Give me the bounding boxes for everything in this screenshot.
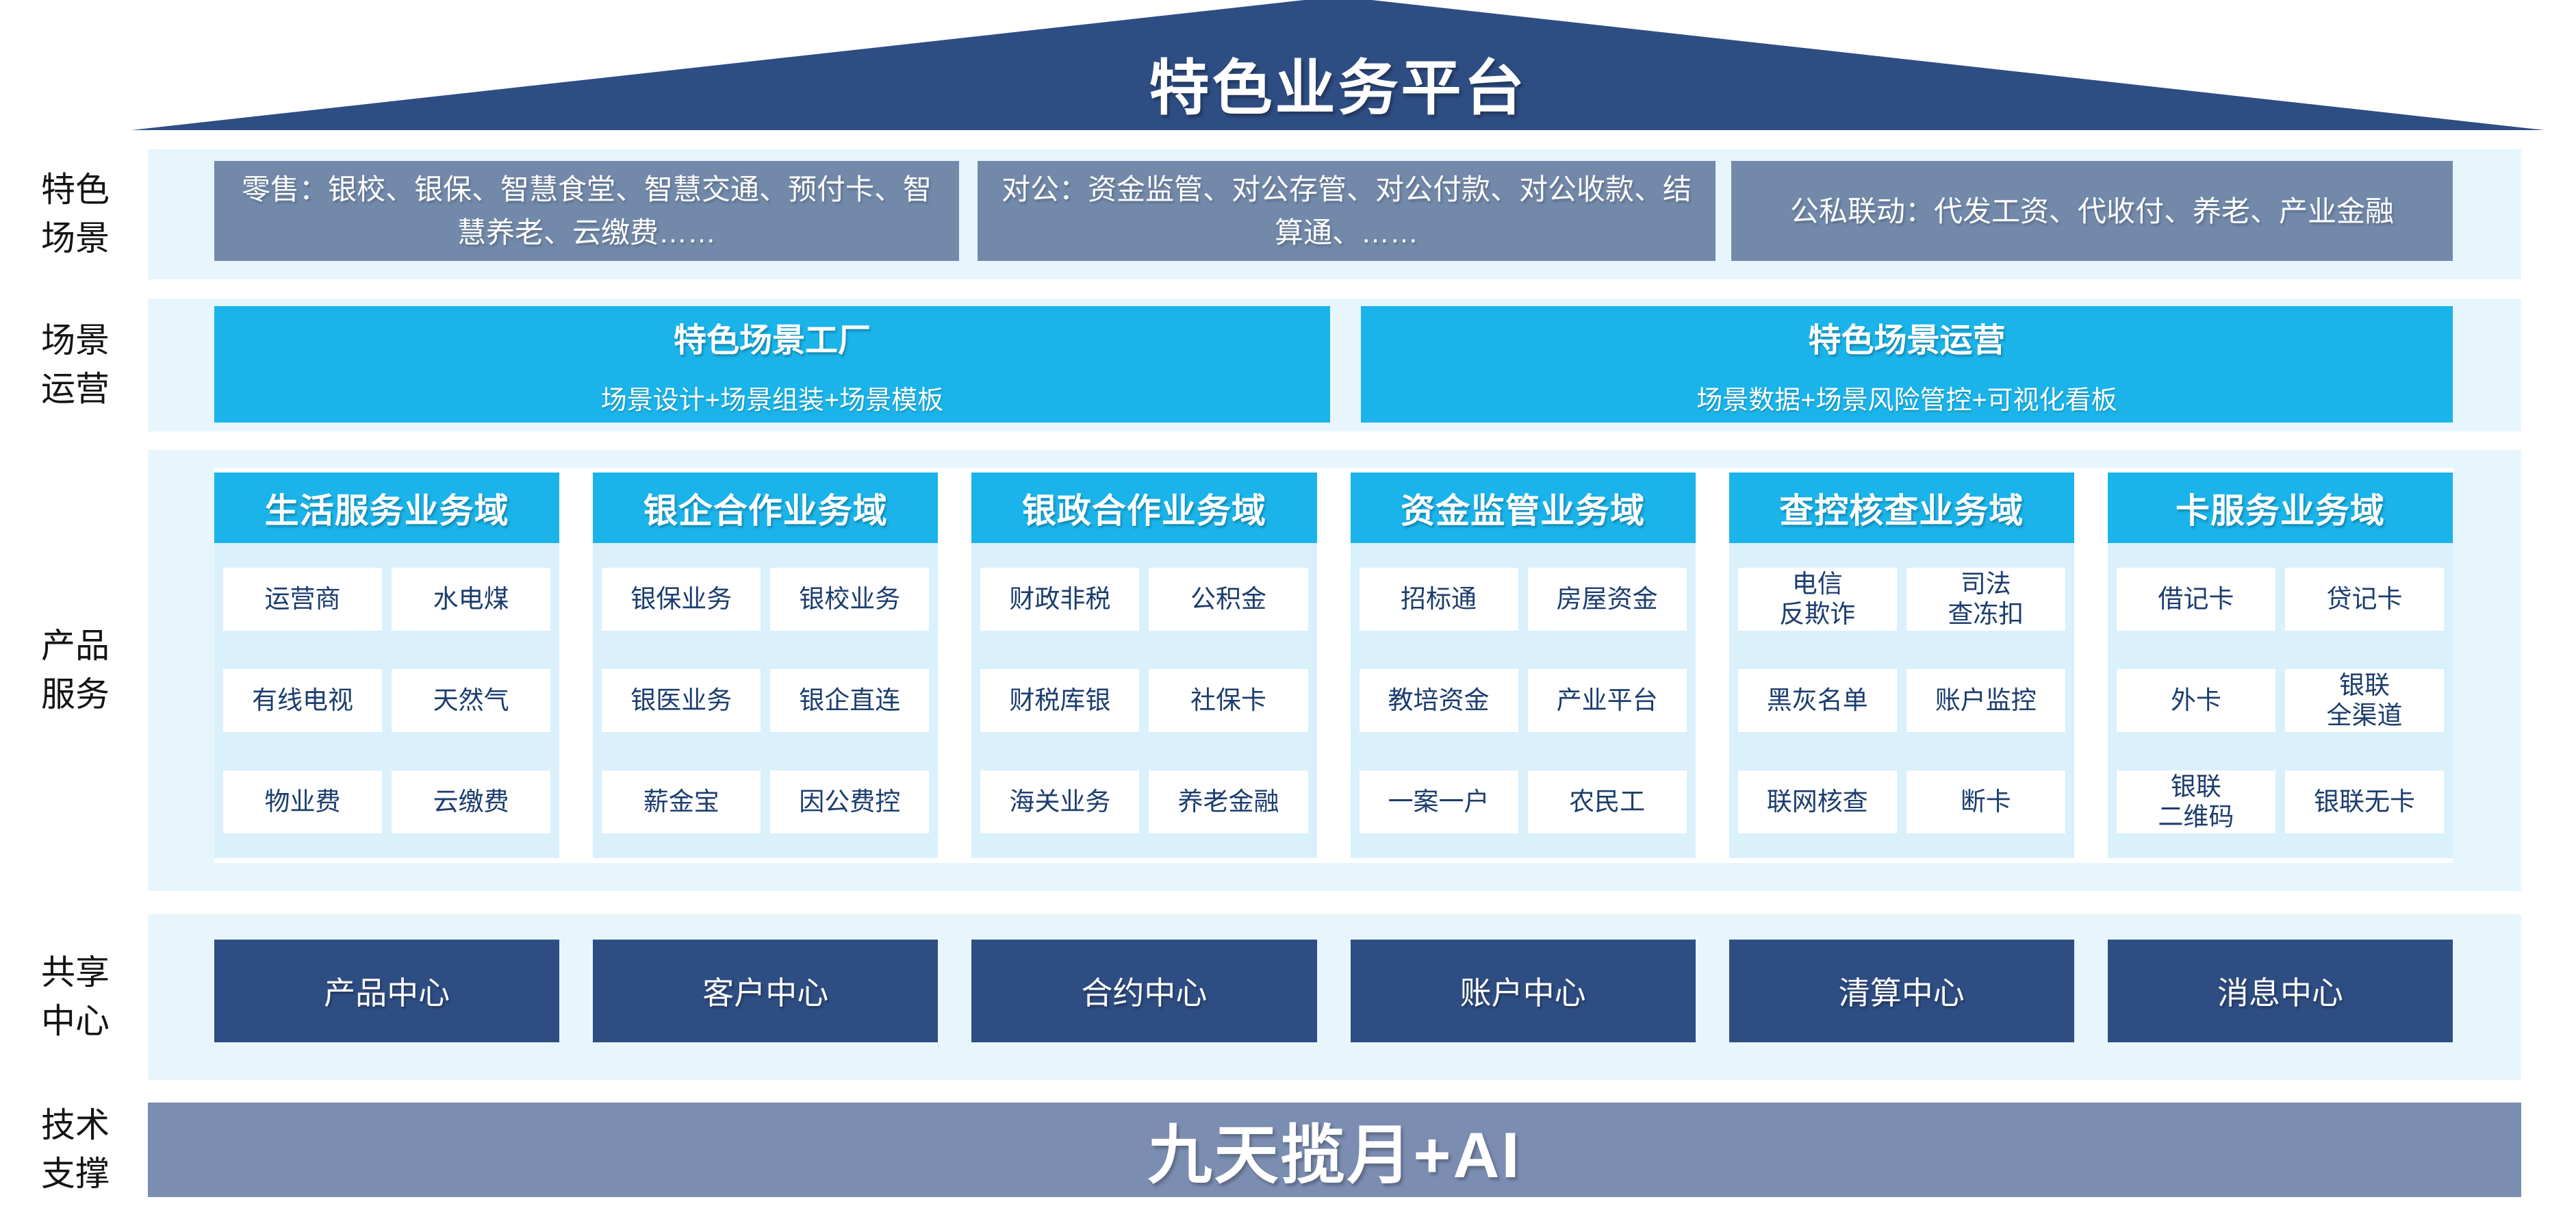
- product-column-fund-supervision: 资金监管业务域 招标通 房屋资金 教培资金 产业平台 一案一户 农民工: [1350, 473, 1696, 858]
- ops-box-scene-operation: 特色场景运营 场景数据+场景风险管控+可视化看板: [1361, 306, 2453, 423]
- product-column-life-services: 生活服务业务域 运营商 水电煤 有线电视 天然气 物业费 云缴费: [214, 473, 560, 858]
- column-header: 卡服务业务域: [2107, 473, 2453, 543]
- shared-centers-row: 产品中心 客户中心 合约中心 账户中心 清算中心 消息中心: [214, 940, 2453, 1042]
- product-cell: 电信 反欺诈: [1737, 568, 1897, 631]
- product-cell: 黑灰名单: [1737, 669, 1897, 732]
- product-cell: 银医业务: [602, 669, 761, 732]
- product-cell: 财政非税: [980, 568, 1140, 631]
- side-label-scene-ops: 场景 运营: [41, 321, 110, 408]
- product-cell: 司法 查冻扣: [1906, 568, 2065, 631]
- product-cell: 银联 全渠道: [2284, 669, 2445, 732]
- product-cell: 薪金宝: [602, 770, 761, 833]
- scene-box-retail: 零售：银校、银保、智慧食堂、智慧交通、预付卡、智慧养老、云缴费……: [214, 161, 959, 261]
- side-label-product-services: 产品 服务: [41, 627, 110, 714]
- product-column-inspection-verification: 查控核查业务域 电信 反欺诈 司法 查冻扣 黑灰名单 账户监控 联网核查 断卡: [1729, 473, 2074, 858]
- product-column-card-services: 卡服务业务域 借记卡 贷记卡 外卡 银联 全渠道 银联 二维码 银联无卡: [2107, 473, 2453, 858]
- product-cell: 云缴费: [392, 770, 551, 833]
- product-cell: 银联 二维码: [2116, 770, 2275, 833]
- product-cell: 有线电视: [223, 669, 383, 732]
- product-cell: 海关业务: [980, 770, 1140, 833]
- product-cell: 银企直连: [770, 669, 930, 732]
- column-body: 招标通 房屋资金 教培资金 产业平台 一案一户 农民工: [1350, 543, 1696, 858]
- product-cell: 房屋资金: [1527, 568, 1687, 631]
- ops-box-title: 特色场景运营: [1808, 322, 2006, 359]
- side-label-scenes: 特色 场景: [41, 171, 110, 257]
- product-cell: 银联无卡: [2284, 770, 2445, 833]
- share-box-message-center: 消息中心: [2107, 940, 2453, 1042]
- share-box-clearing-center: 清算中心: [1729, 940, 2074, 1042]
- product-cell: 养老金融: [1149, 770, 1308, 833]
- product-cell: 贷记卡: [2284, 568, 2445, 631]
- band-scene-operations: 特色场景工厂 场景设计+场景组装+场景模板 特色场景运营 场景数据+场景风险管控…: [148, 299, 2521, 431]
- product-cell: 因公费控: [770, 770, 930, 833]
- product-cell: 天然气: [392, 669, 551, 732]
- product-cell: 银保业务: [602, 568, 761, 631]
- scene-box-corporate: 对公：资金监管、对公存管、对公付款、对公收款、结算通、……: [978, 161, 1716, 261]
- column-header: 查控核查业务域: [1729, 473, 2074, 543]
- ops-box-scene-factory: 特色场景工厂 场景设计+场景组装+场景模板: [214, 306, 1330, 423]
- column-body: 借记卡 贷记卡 外卡 银联 全渠道 银联 二维码 银联无卡: [2107, 543, 2453, 858]
- product-cell: 借记卡: [2116, 568, 2275, 631]
- column-header: 生活服务业务域: [214, 473, 560, 543]
- product-column-bank-government: 银政合作业务域 财政非税 公积金 财税库银 社保卡 海关业务 养老金融: [971, 473, 1317, 858]
- product-cell: 断卡: [1906, 770, 2065, 833]
- product-column-bank-enterprise: 银企合作业务域 银保业务 银校业务 银医业务 银企直连 薪金宝 因公费控: [593, 473, 939, 858]
- scene-box-public-private: 公私联动：代发工资、代收付、养老、产业金融: [1731, 161, 2453, 261]
- product-cell: 联网核查: [1737, 770, 1897, 833]
- band-featured-scenes: 零售：银校、银保、智慧食堂、智慧交通、预付卡、智慧养老、云缴费…… 对公：资金监…: [148, 149, 2521, 279]
- band-shared-centers: 产品中心 客户中心 合约中心 账户中心 清算中心 消息中心: [148, 914, 2521, 1080]
- share-box-account-center: 账户中心: [1350, 940, 1696, 1042]
- column-header: 资金监管业务域: [1350, 473, 1696, 543]
- product-cell: 运营商: [223, 568, 383, 631]
- side-label-shared-centers: 共享 中心: [41, 953, 110, 1040]
- product-cell: 水电煤: [392, 568, 551, 631]
- ops-box-subtitle: 场景数据+场景风险管控+可视化看板: [1696, 386, 2117, 415]
- column-body: 财政非税 公积金 财税库银 社保卡 海关业务 养老金融: [971, 543, 1317, 858]
- side-label-tech-support: 技术 支撑: [41, 1106, 110, 1193]
- product-cell: 银校业务: [770, 568, 930, 631]
- product-cell: 账户监控: [1906, 669, 2065, 732]
- column-body: 电信 反欺诈 司法 查冻扣 黑灰名单 账户监控 联网核查 断卡: [1729, 543, 2074, 858]
- page-title: 特色业务平台: [1149, 53, 1527, 122]
- product-cell: 物业费: [223, 770, 383, 833]
- share-box-product-center: 产品中心: [214, 940, 560, 1042]
- column-header: 银政合作业务域: [971, 473, 1317, 543]
- product-cell: 农民工: [1527, 770, 1687, 833]
- ops-box-subtitle: 场景设计+场景组装+场景模板: [600, 386, 944, 415]
- column-body: 银保业务 银校业务 银医业务 银企直连 薪金宝 因公费控: [593, 543, 939, 858]
- share-box-customer-center: 客户中心: [593, 940, 939, 1042]
- ops-box-title: 特色场景工厂: [673, 322, 871, 359]
- column-header: 银企合作业务域: [593, 473, 939, 543]
- product-columns-row: 生活服务业务域 运营商 水电煤 有线电视 天然气 物业费 云缴费 银企合作业务域…: [214, 468, 2453, 863]
- product-cell: 公积金: [1149, 568, 1308, 631]
- product-cell: 招标通: [1359, 568, 1518, 631]
- product-cell: 教培资金: [1359, 669, 1518, 732]
- column-body: 运营商 水电煤 有线电视 天然气 物业费 云缴费: [214, 543, 560, 858]
- platform-roof: 特色业务平台: [131, 0, 2545, 130]
- product-cell: 一案一户: [1359, 770, 1518, 833]
- band-product-services: 生活服务业务域 运营商 水电煤 有线电视 天然气 物业费 云缴费 银企合作业务域…: [148, 450, 2521, 891]
- product-cell: 外卡: [2116, 669, 2275, 732]
- product-cell: 产业平台: [1527, 669, 1687, 732]
- product-cell: 社保卡: [1149, 669, 1308, 732]
- share-box-contract-center: 合约中心: [971, 940, 1317, 1042]
- tech-support-bar: 九天揽月+AI: [148, 1103, 2521, 1197]
- product-cell: 财税库银: [980, 669, 1140, 732]
